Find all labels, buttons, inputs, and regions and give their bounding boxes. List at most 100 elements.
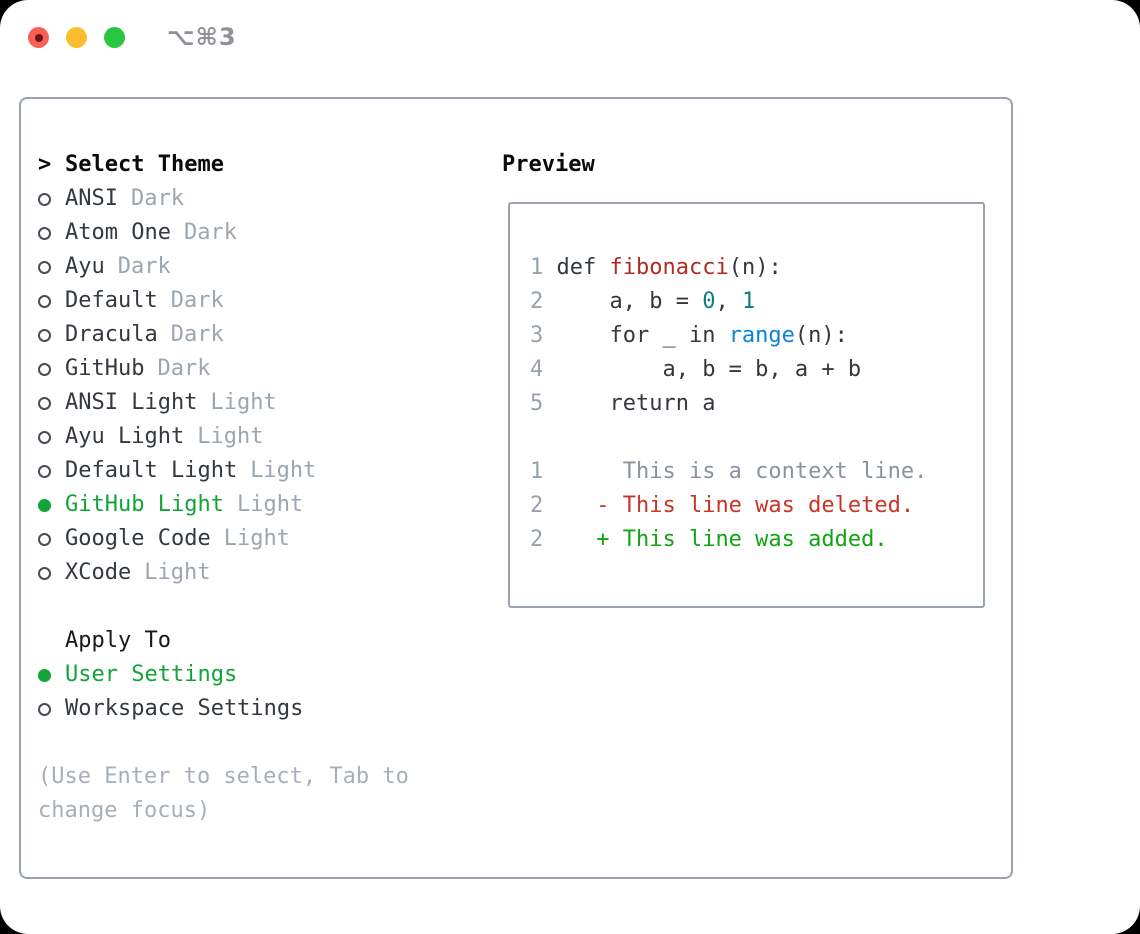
code-token-plain: a, b = b, a + b	[556, 357, 862, 382]
radio-unselected-icon	[38, 464, 51, 478]
window-title: ⌥⌘3	[167, 23, 237, 51]
line-number: 2	[530, 289, 557, 314]
line-number: 3	[530, 323, 557, 348]
apply-to-title: Apply To	[65, 628, 171, 653]
radio-selected-icon	[38, 498, 51, 512]
selection-caret-icon: >	[38, 152, 52, 177]
theme-option-xcode[interactable]: XCode Light	[38, 556, 440, 590]
theme-option-ansi-light[interactable]: ANSI Light Light	[38, 386, 440, 420]
option-label: GitHub Light	[65, 492, 224, 517]
variant-tag: Light	[250, 458, 317, 483]
zoom-button[interactable]	[104, 27, 125, 48]
variant-tag: Dark	[183, 220, 237, 245]
theme-option-dracula[interactable]: Dracula Dark	[38, 318, 440, 352]
code-line: 5 return a	[530, 387, 927, 421]
option-label: Ayu Light	[65, 424, 185, 449]
theme-option-github-light[interactable]: GitHub Light Light	[38, 488, 440, 522]
preview-title: Preview	[502, 152, 595, 177]
theme-option-atom-one[interactable]: Atom One Dark	[38, 216, 440, 250]
variant-tag: Light	[223, 526, 290, 551]
variant-tag: Light	[144, 560, 211, 585]
radio-unselected-icon	[38, 430, 51, 444]
option-label: Atom One	[65, 220, 171, 245]
option-label: ANSI	[65, 186, 118, 211]
code-line: 2 a, b = 0, 1	[530, 285, 927, 319]
theme-option-ayu-light[interactable]: Ayu Light Light	[38, 420, 440, 454]
radio-unselected-icon	[38, 532, 51, 546]
theme-option-default[interactable]: Default Dark	[38, 284, 440, 318]
code-line: 3 for _ in range(n):	[530, 319, 927, 353]
code-line	[530, 421, 927, 455]
variant-tag: Light	[236, 492, 304, 517]
variant-tag: Dark	[170, 288, 224, 313]
code-token-func: fibonacci	[609, 255, 729, 280]
theme-option-default-light[interactable]: Default Light Light	[38, 454, 440, 488]
radio-unselected-icon	[38, 192, 51, 206]
code-token-ctx: This is a context line.	[556, 459, 928, 484]
select-theme-header: > Select Theme	[38, 148, 440, 182]
radio-unselected-icon	[38, 362, 51, 376]
radio-selected-icon	[38, 668, 51, 682]
radio-unselected-icon	[38, 260, 51, 274]
variant-tag: Light	[210, 390, 277, 415]
traffic-lights	[28, 27, 125, 48]
preview-box	[508, 202, 985, 608]
option-label: Dracula	[65, 322, 158, 347]
code-line: 2 + This line was added.	[530, 523, 927, 557]
radio-unselected-icon	[38, 396, 51, 410]
code-token-num: 1	[741, 289, 756, 314]
apply-option-workspace-settings[interactable]: Workspace Settings	[38, 692, 440, 726]
option-label: Workspace Settings	[65, 696, 304, 721]
keyboard-hint: (Use Enter to select, Tab to change focu…	[38, 764, 409, 823]
line-number: 1	[530, 255, 557, 280]
code-token-plain: return a	[556, 391, 716, 416]
minimize-button[interactable]	[66, 27, 87, 48]
code-token-plain: ,	[715, 289, 742, 314]
theme-option-ansi[interactable]: ANSI Dark	[38, 182, 440, 216]
code-token-plain: a, b =	[556, 289, 703, 314]
code-token-plain: for _ in	[556, 323, 729, 348]
option-label: User Settings	[65, 662, 238, 687]
variant-tag: Dark	[157, 356, 211, 381]
code-token-plain: (n):	[728, 255, 782, 280]
select-theme-title: Select Theme	[65, 152, 224, 177]
apply-option-user-settings[interactable]: User Settings	[38, 658, 440, 692]
code-token-builtin: range	[728, 323, 795, 348]
line-number: 1	[530, 459, 557, 484]
code-token-plain: def	[556, 255, 610, 280]
option-label: XCode	[65, 560, 132, 585]
radio-unselected-icon	[38, 702, 51, 716]
line-number: 2	[530, 493, 557, 518]
option-label: ANSI Light	[65, 390, 198, 415]
spacer	[38, 726, 440, 760]
theme-option-ayu[interactable]: Ayu Dark	[38, 250, 440, 284]
code-token-num: 0	[702, 289, 716, 314]
option-label: Ayu	[65, 254, 105, 279]
spacer	[38, 590, 440, 624]
variant-tag: Dark	[117, 254, 171, 279]
theme-option-google-code[interactable]: Google Code Light	[38, 522, 440, 556]
variant-tag: Dark	[130, 186, 184, 211]
code-token-plain: (n):	[794, 323, 848, 348]
option-label: Default Light	[65, 458, 238, 483]
radio-unselected-icon	[38, 226, 51, 240]
code-token-add: + This line was added.	[556, 527, 888, 552]
option-label: Google Code	[65, 526, 211, 551]
line-number: 5	[530, 391, 557, 416]
radio-unselected-icon	[38, 294, 51, 308]
close-button[interactable]	[28, 27, 49, 48]
code-line: 2 - This line was deleted.	[530, 489, 927, 523]
code-token-del: - This line was deleted.	[556, 493, 915, 518]
line-number: 2	[530, 527, 557, 552]
radio-unselected-icon	[38, 566, 51, 580]
code-line: 1 This is a context line.	[530, 455, 927, 489]
variant-tag: Dark	[170, 322, 224, 347]
variant-tag: Light	[197, 424, 264, 449]
option-label: Default	[65, 288, 158, 313]
